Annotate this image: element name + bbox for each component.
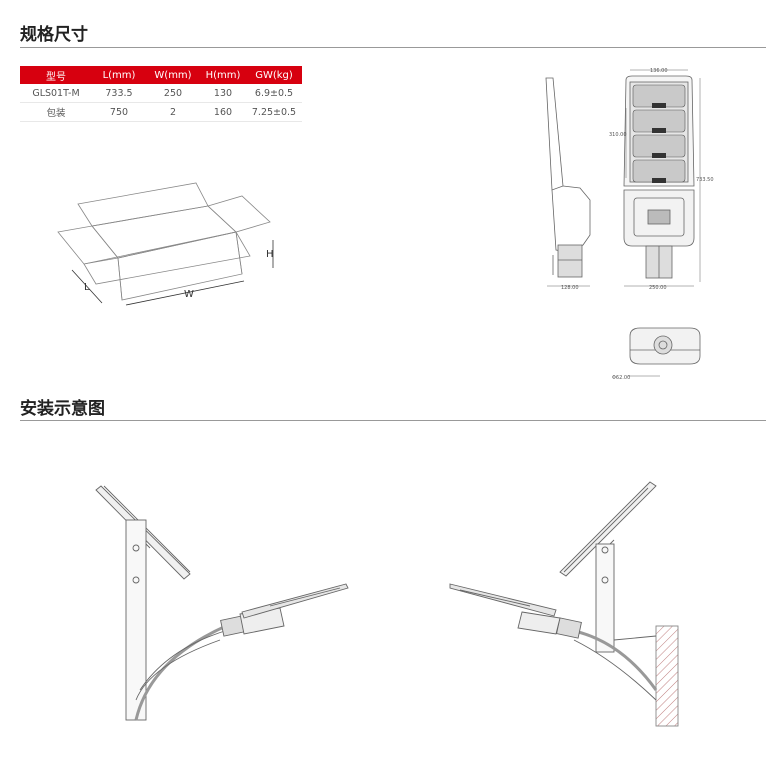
cell-height: 130 xyxy=(200,84,246,103)
header-width: W(mm) xyxy=(146,66,200,84)
spec-table-header-row: 型号 L(mm) W(mm) H(mm) GW(kg) xyxy=(20,66,302,84)
dim-total-length: 733.50 xyxy=(696,177,714,183)
cell-weight: 6.9±0.5 xyxy=(246,84,302,103)
dim-top-width: 136.00 xyxy=(650,68,668,74)
install-section-divider xyxy=(20,420,766,421)
cell-model: 包装 xyxy=(20,102,92,122)
wall xyxy=(655,625,679,727)
led-modules xyxy=(632,84,686,183)
cell-length: 733.5 xyxy=(92,84,146,103)
spec-section-title: 规格尺寸 xyxy=(20,25,88,45)
dim-side-depth: 128.00 xyxy=(561,285,579,291)
cell-length: 750 xyxy=(92,102,146,122)
spec-section-divider xyxy=(20,47,766,48)
cell-weight: 7.25±0.5 xyxy=(246,102,302,122)
box-label-h: H xyxy=(266,249,274,260)
table-row: 包装 750 2 160 7.25±0.5 xyxy=(20,102,302,122)
cell-width: 2 xyxy=(146,102,200,122)
dim-panel-height: 310.00 xyxy=(609,132,627,138)
cell-width: 250 xyxy=(146,84,200,103)
header-gross-weight: GW(kg) xyxy=(246,66,302,84)
box-label-w: W xyxy=(184,289,194,300)
install-section-title: 安装示意图 xyxy=(20,399,105,419)
header-model: 型号 xyxy=(20,66,92,84)
dim-bottom-width: 250.00 xyxy=(649,285,667,291)
table-row: GLS01T-M 733.5 250 130 6.9±0.5 xyxy=(20,84,302,103)
cell-model: GLS01T-M xyxy=(20,84,92,103)
cell-height: 160 xyxy=(200,102,246,122)
spec-table: 型号 L(mm) W(mm) H(mm) GW(kg) GLS01T-M 733… xyxy=(20,66,302,122)
dim-pole-diameter: Φ62.00 xyxy=(612,375,630,381)
header-height: H(mm) xyxy=(200,66,246,84)
box-label-l: L xyxy=(84,282,90,293)
header-length: L(mm) xyxy=(92,66,146,84)
